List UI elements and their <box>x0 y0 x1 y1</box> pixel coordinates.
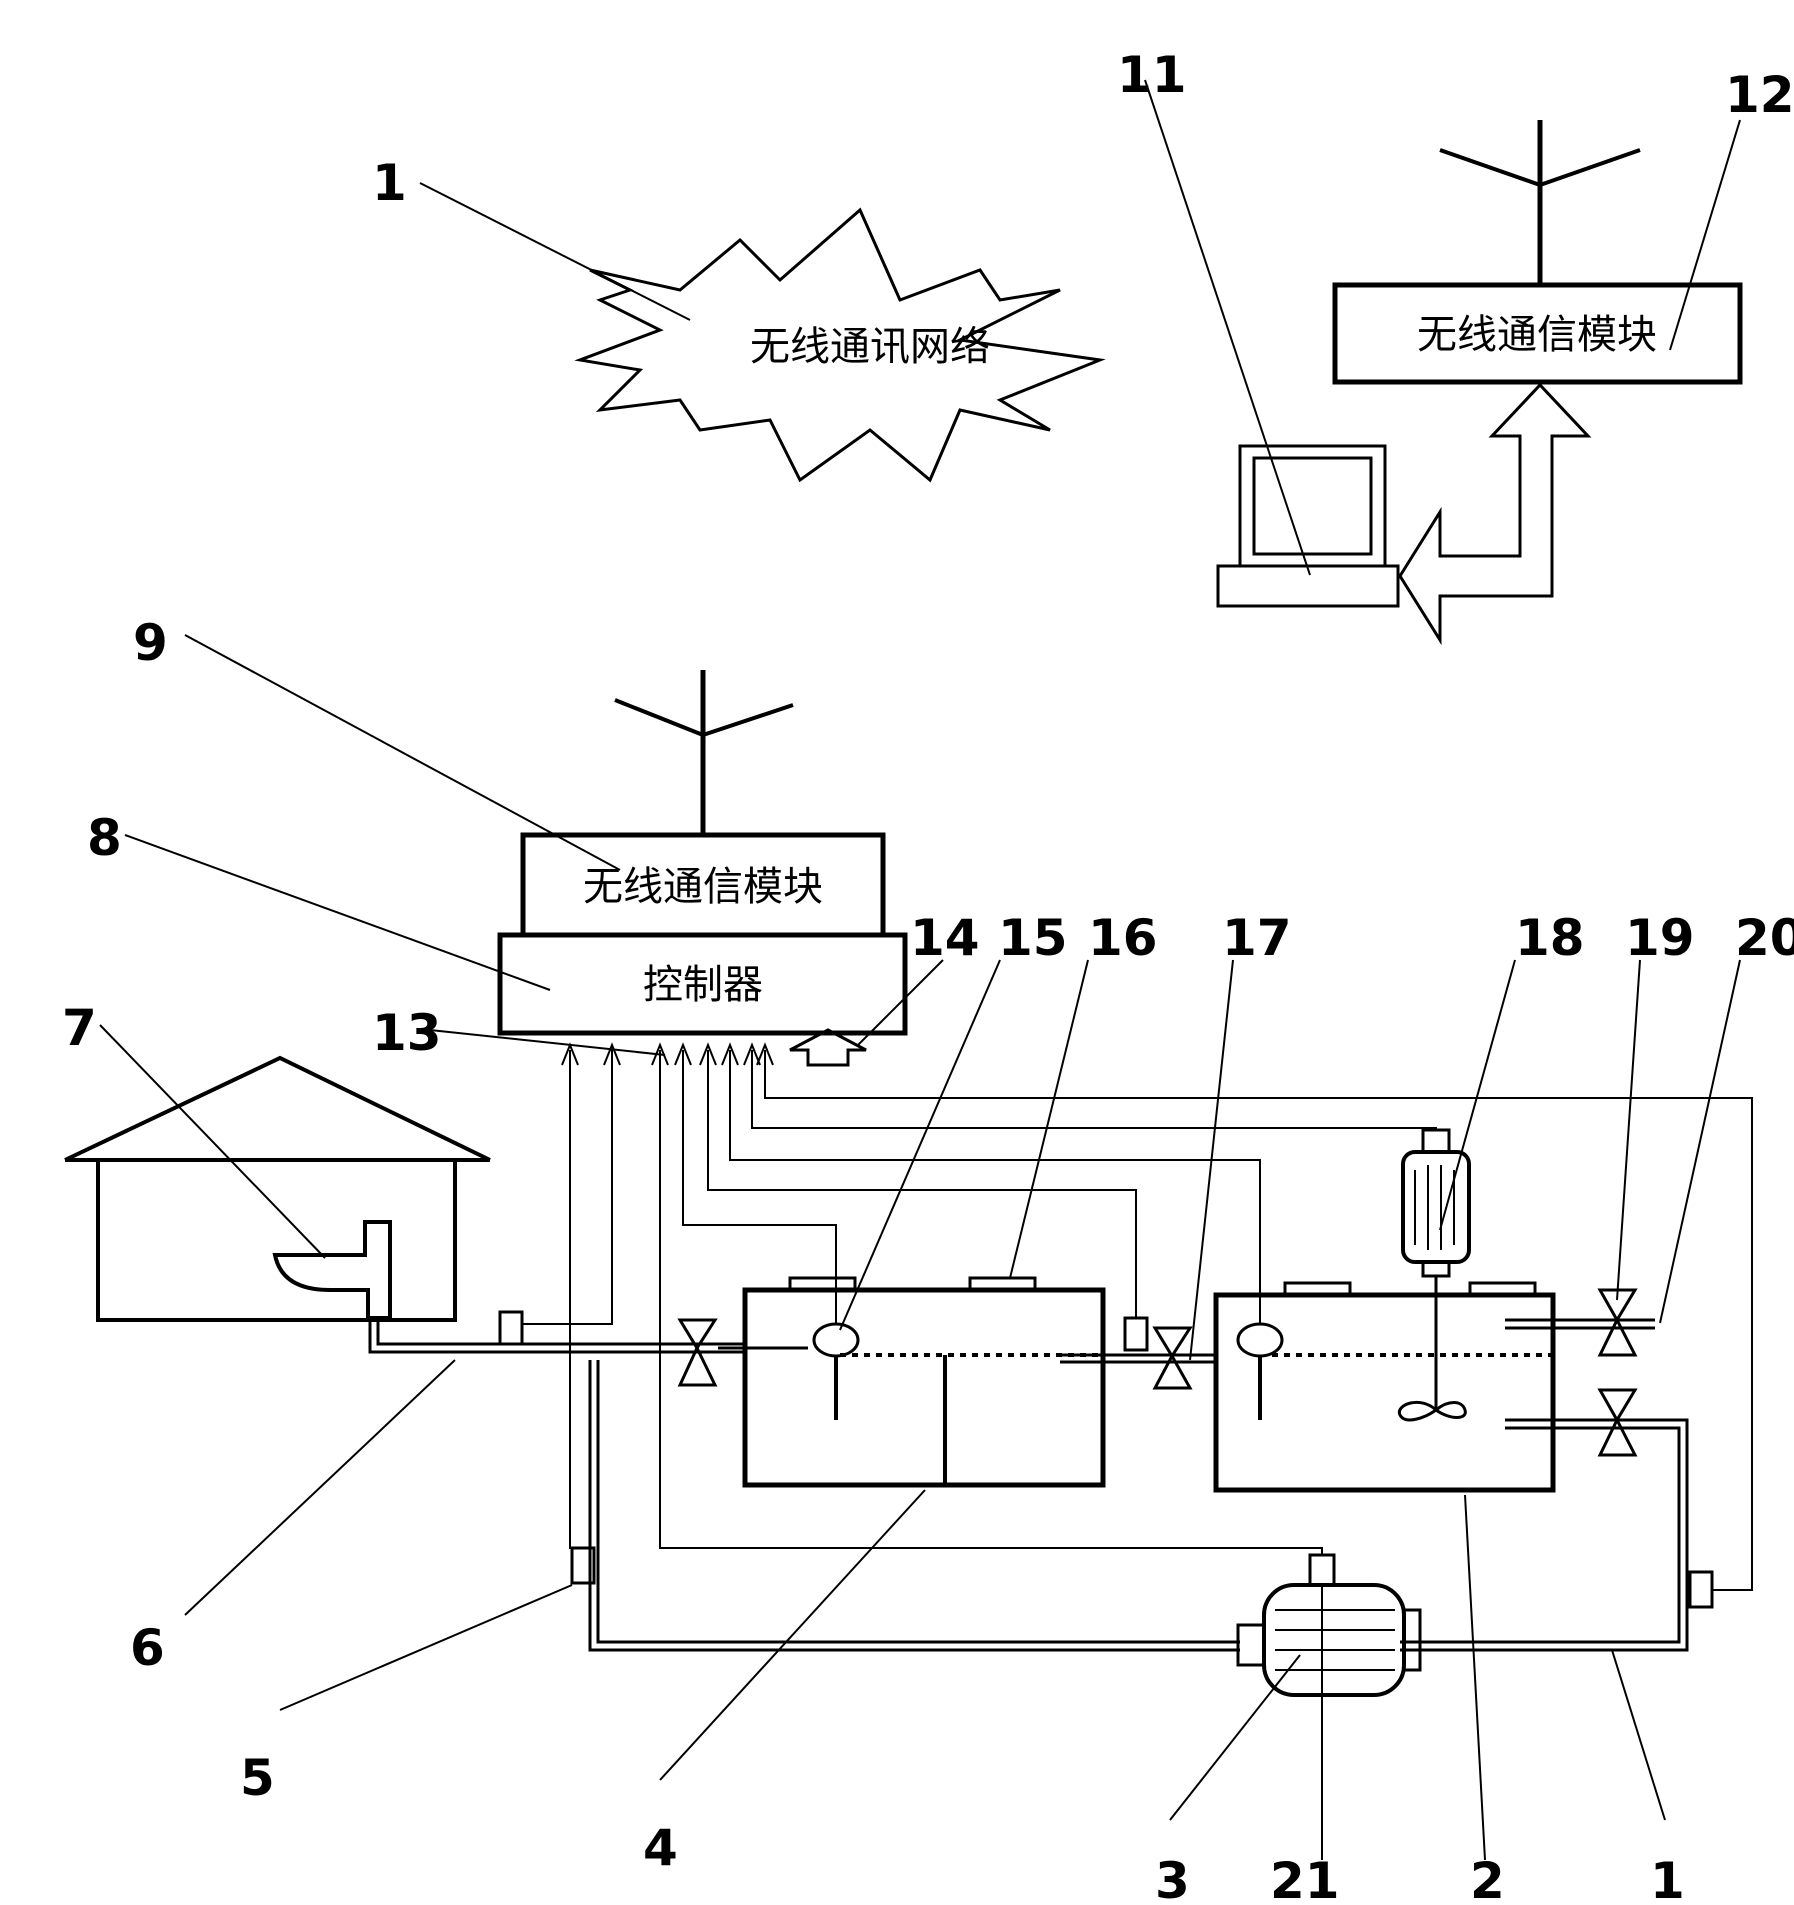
remote-wireless-module: 无线通信模块 <box>1332 120 1743 385</box>
inlet-valve <box>677 1318 718 1387</box>
wireless-network-cloud: 无线通讯网络 <box>574 207 1106 483</box>
label-20-outlet: 20 <box>1735 909 1794 967</box>
label-7-toilet: 7 <box>62 999 97 1057</box>
computer-module-link-arrow <box>1398 382 1592 646</box>
signal-wires <box>522 1050 1753 1591</box>
label-6-pipe: 6 <box>130 1619 165 1677</box>
label-3-pump: 3 <box>1155 1852 1190 1905</box>
transfer-valve <box>1152 1326 1193 1390</box>
septic-tank <box>742 1276 1106 1488</box>
label-1-return-pipe: 1 <box>1650 1852 1685 1905</box>
remote-module-label: 无线通信模块 <box>1417 312 1657 358</box>
treatment-tank <box>1213 1128 1556 1493</box>
number-labels: 1 11 12 9 8 7 13 14 15 16 17 18 19 20 6 … <box>62 46 1794 1905</box>
toilet <box>272 1220 392 1320</box>
pump <box>1236 1553 1422 1697</box>
label-14-output: 14 <box>910 909 980 967</box>
label-5-sensor: 5 <box>240 1749 275 1807</box>
label-17-valve: 17 <box>1222 909 1292 967</box>
wireless-network-label: 无线通讯网络 <box>750 324 990 370</box>
controller-input-terminals <box>561 1042 774 1066</box>
sewage-pipe <box>368 1318 1689 1652</box>
label-15-float: 15 <box>998 909 1068 967</box>
house <box>64 1055 491 1322</box>
label-19-valve: 19 <box>1625 909 1695 967</box>
label-16-cover: 16 <box>1088 909 1158 967</box>
label-18-mixer: 18 <box>1515 909 1585 967</box>
label-12-remote-module: 12 <box>1725 66 1794 124</box>
label-8-controller: 8 <box>87 809 122 867</box>
label-1-network: 1 <box>372 154 407 212</box>
return-valve <box>1597 1388 1638 1457</box>
label-9-local-module: 9 <box>133 614 168 672</box>
label-2-treatment-tank: 2 <box>1470 1852 1505 1905</box>
monitoring-computer <box>1216 444 1400 608</box>
label-21-pump-sensor: 21 <box>1270 1852 1340 1905</box>
label-4-septic-tank: 4 <box>643 1819 678 1877</box>
controller: 控制器 <box>497 932 908 1036</box>
label-11-computer: 11 <box>1117 46 1187 104</box>
controller-output-arrow <box>789 1028 867 1067</box>
leader-lines <box>99 79 1741 1861</box>
local-module-label: 无线通信模块 <box>583 864 823 910</box>
label-13-inputs: 13 <box>372 1004 442 1062</box>
controller-label: 控制器 <box>643 962 763 1008</box>
local-wireless-module: 无线通信模块 <box>520 670 886 938</box>
